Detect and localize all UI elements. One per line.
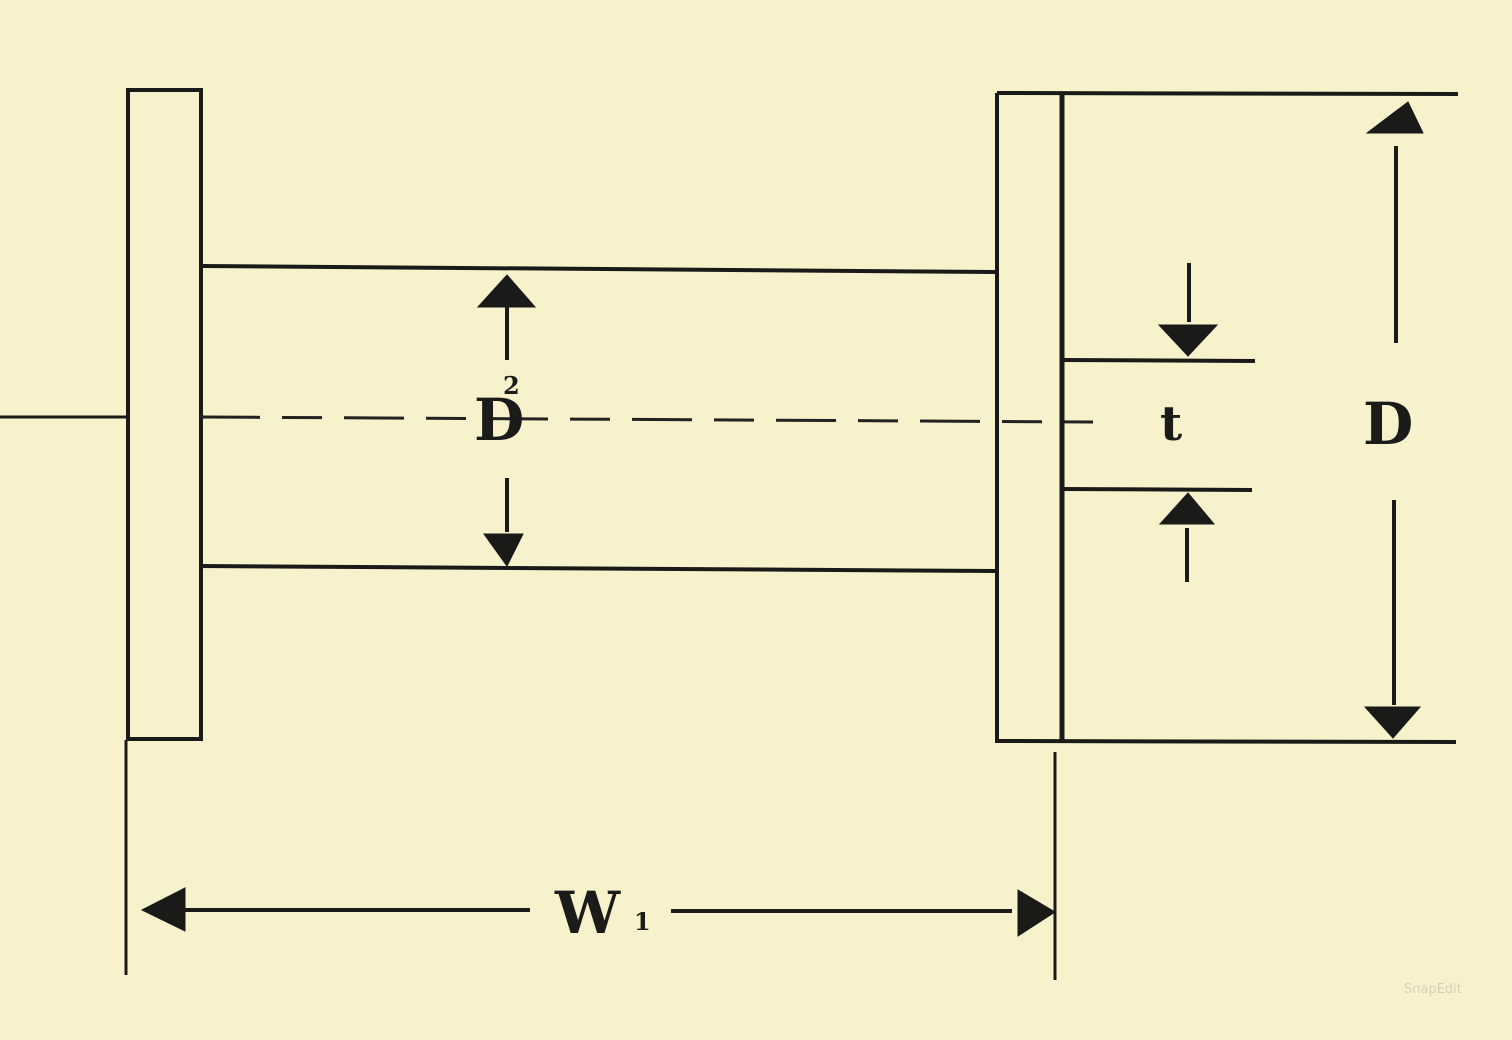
t-dimension: t [1157,263,1219,582]
d2-up-arrowhead [476,274,537,308]
shaft [0,264,1094,573]
right-assembly [994,91,1459,980]
w1-dimension: W 1 [140,879,1056,947]
d2-superscript: 2 [503,371,520,400]
shaft-centerline [199,415,1094,424]
t-down-arrowhead [1157,324,1219,357]
right-bottom-edge [994,739,1457,744]
t-up-arrowhead [1158,492,1216,525]
thickness-bottom-edge [1061,487,1253,492]
d2-label: D [474,386,524,454]
shaft-bottom-edge [198,564,996,573]
shaft-top-edge [202,264,996,274]
thickness-top-edge [1061,358,1256,363]
t-label: t [1160,396,1182,452]
left-flange-outline [126,88,203,741]
w1-subscript: 1 [634,907,651,936]
outer-d-down-arrowhead [1363,706,1422,739]
watermark: SnapEdit [1404,982,1462,997]
outer-d-label: D [1363,390,1413,458]
right-top-edge [996,91,1459,96]
w1-label: W [554,879,621,947]
d2-down-arrowhead [483,533,524,567]
outer-d-dimension: D [1363,101,1424,739]
left-flange [124,88,203,975]
w1-right-arrowhead [1017,889,1056,937]
d2-dimension: D 2 [474,274,537,567]
outer-d-up-arrowhead [1365,101,1424,134]
